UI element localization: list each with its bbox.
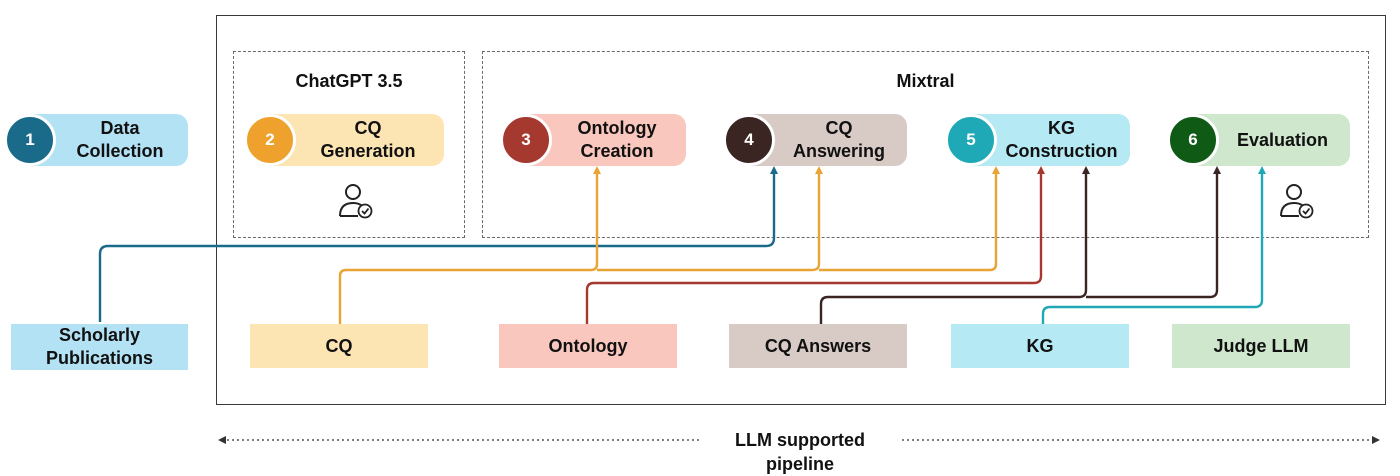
resource-label: Ontology bbox=[548, 335, 628, 356]
mixtral-group-title: Mixtral bbox=[896, 71, 955, 91]
resource-label: KG bbox=[1026, 335, 1054, 356]
resource-kg: KG bbox=[951, 324, 1129, 368]
cq-to-ontology-creation-line bbox=[338, 166, 601, 324]
resource-judge-llm: Judge LLM bbox=[1172, 324, 1350, 368]
step-evaluation: 6 Evaluation bbox=[1167, 114, 1350, 166]
step-number-badge: 1 bbox=[4, 114, 56, 166]
resource-label: CQ bbox=[325, 335, 353, 356]
connector-lines bbox=[98, 166, 1380, 444]
step-number-badge: 6 bbox=[1167, 114, 1219, 166]
chatgpt-group bbox=[233, 51, 465, 238]
step-number-badge: 4 bbox=[723, 114, 775, 166]
cq-to-cq-answering-line bbox=[597, 166, 823, 272]
cq-to-kg-construction-line bbox=[819, 166, 1000, 272]
resource-cq-answers: CQ Answers bbox=[729, 324, 907, 368]
chatgpt-group-title: ChatGPT 3.5 bbox=[295, 71, 403, 91]
pipeline-diagram: ChatGPT 3.5 Mixtral LLM supported p bbox=[4, 15, 1386, 474]
cq-answers-to-evaluation-line bbox=[1086, 166, 1221, 299]
publications-to-cq-answering-line bbox=[98, 166, 778, 322]
step-label-text: Evaluation bbox=[1236, 129, 1329, 150]
step-number-badge: 3 bbox=[500, 114, 552, 166]
ontology-to-kg-construction-line bbox=[585, 166, 1045, 324]
kg-to-evaluation-line bbox=[1041, 166, 1266, 324]
pipeline-right-arrowhead bbox=[1372, 436, 1380, 444]
human-in-the-loop-icon bbox=[339, 184, 373, 219]
resource-cq: CQ bbox=[250, 324, 428, 368]
resource-label: Judge LLM bbox=[1213, 335, 1309, 356]
pipeline-label: LLM supported pipeline bbox=[700, 428, 900, 474]
human-in-the-loop-icon bbox=[1280, 184, 1314, 219]
cq-answers-to-kg-construction-line bbox=[819, 166, 1090, 324]
step-number-badge: 2 bbox=[244, 114, 296, 166]
pipeline-frame bbox=[216, 15, 1386, 405]
resource-ontology: Ontology bbox=[499, 324, 677, 368]
step-label: Evaluation bbox=[1221, 114, 1344, 166]
step-number-badge: 5 bbox=[945, 114, 997, 166]
resource-label: CQ Answers bbox=[764, 335, 872, 356]
pipeline-left-arrowhead bbox=[218, 436, 226, 444]
mixtral-group bbox=[482, 51, 1369, 238]
